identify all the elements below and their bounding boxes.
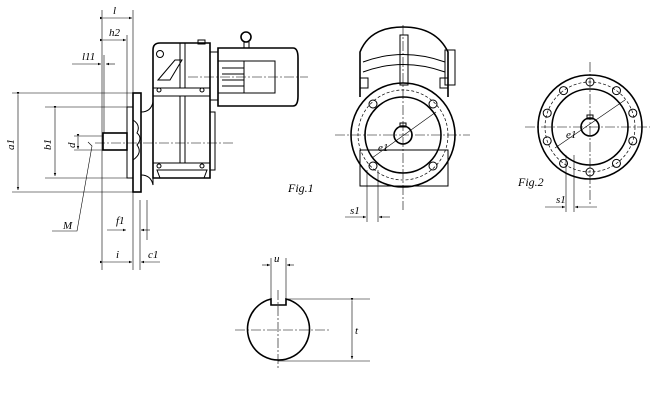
dim-u-label: u [274, 253, 280, 265]
dim-e1-fig1-label: e1 [378, 142, 388, 154]
bolt-hole [611, 86, 621, 96]
fig2-flange-view: e1 s1 Fig.2 [517, 62, 650, 212]
bolt-hole [559, 86, 569, 96]
dim-M-label: M [62, 220, 73, 232]
dim-i-label: i [116, 249, 119, 261]
dim-l11-label: l11 [82, 51, 95, 63]
dim-s1-fig1-label: s1 [350, 205, 360, 217]
dim-e1-fig2-label: e1 [566, 129, 576, 141]
bolt-hole [542, 108, 552, 118]
dim-h2-label: h2 [109, 27, 121, 39]
dim-d-label: d [66, 142, 78, 148]
dim-a1-label: a1 [5, 139, 17, 150]
fig2-caption: Fig.2 [517, 175, 544, 189]
dim-b1-label: b1 [42, 139, 54, 150]
dim-t-label: t [355, 325, 359, 337]
bolt-hole [628, 136, 638, 146]
bolt-hole [542, 136, 552, 146]
dim-f1-label: f1 [116, 215, 125, 227]
shaft-section: u t [235, 253, 370, 370]
fig1-caption: Fig.1 [287, 181, 314, 195]
dim-l-label: l [113, 5, 116, 17]
dim-c1-label: c1 [148, 249, 158, 261]
dim-s1-fig2-label: s1 [556, 194, 566, 206]
front-view: e1 s1 [335, 25, 470, 222]
bolt-hole [628, 108, 638, 118]
side-view: l h2 l11 a1 b1 d M f1 i c1 Fig.1 [5, 5, 314, 270]
bolt-hole [611, 158, 621, 168]
bolt-hole [559, 158, 569, 168]
